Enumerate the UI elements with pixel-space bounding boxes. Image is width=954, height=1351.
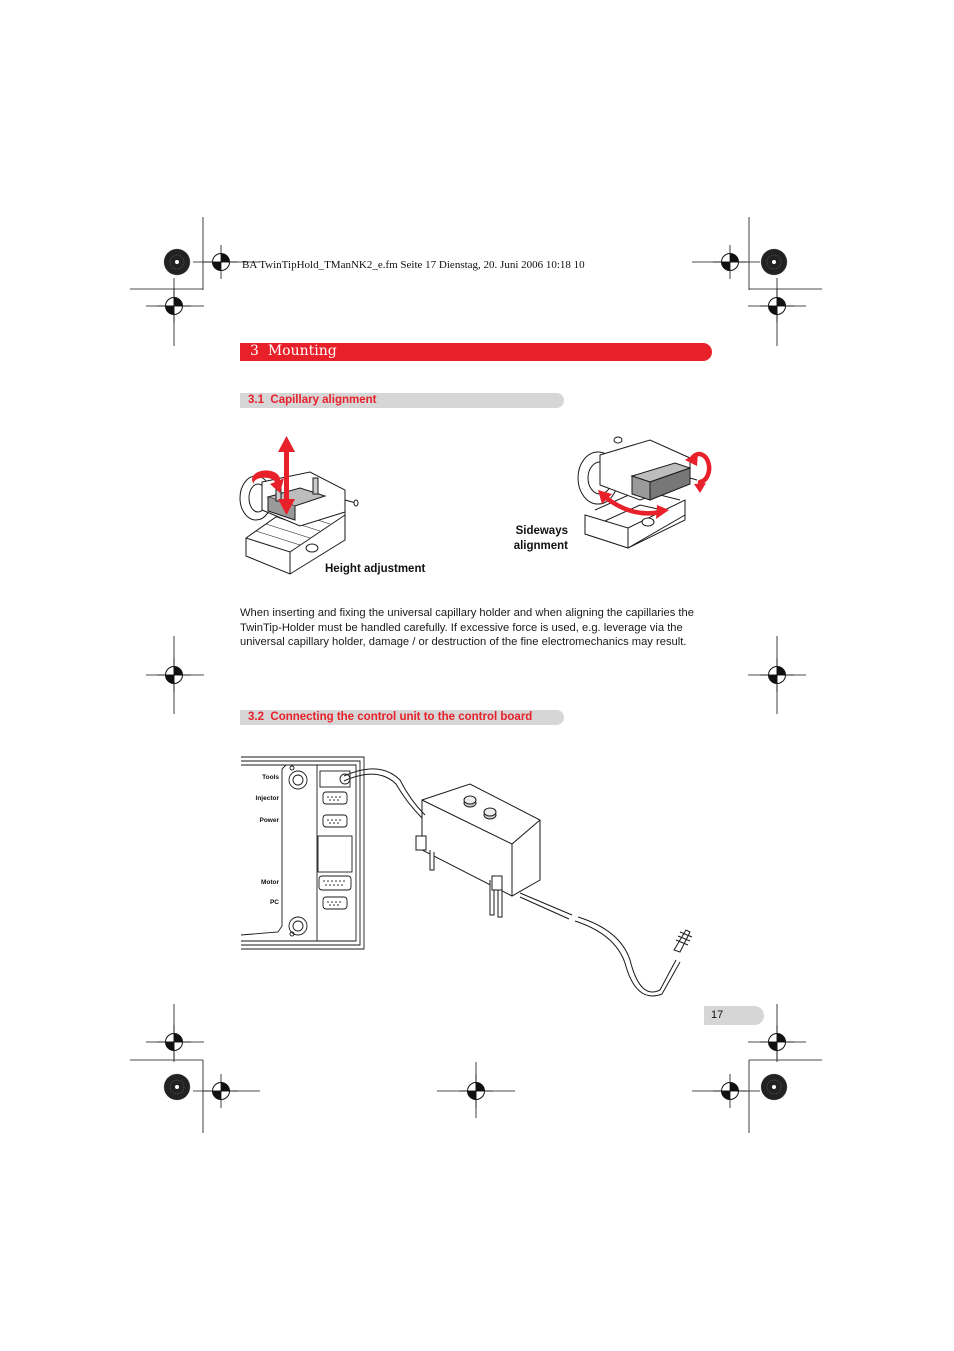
section-heading-3-2: 3.2 Connecting the control unit to the c… [248, 710, 532, 725]
print-header-line: BA TwinTipHold_TManNK2_e.fm Seite 17 Die… [242, 259, 585, 271]
crosshair-lines [146, 261, 806, 1118]
panel-label-power: Power [259, 817, 279, 824]
section-title: Connecting the control unit to the contr… [270, 711, 533, 723]
height-adjustment-illustration [239, 471, 359, 575]
chapter-title: Mounting [267, 343, 337, 359]
figure-caption-height: Height adjustment [325, 563, 426, 575]
page-number: 17 [711, 1009, 724, 1021]
figure-caption-sideways: Sideways alignment [500, 524, 568, 554]
panel-label-pc: PC [269, 899, 279, 906]
control-board-panel [240, 756, 365, 950]
connector-pins [323, 796, 345, 906]
section-number: 3.1 [248, 394, 264, 406]
height-arrow-icon [252, 436, 295, 515]
control-unit-illustration [415, 783, 541, 918]
section-title: Capillary alignment [270, 394, 377, 406]
caption-line: Sideways [515, 525, 568, 537]
chapter-heading-bar [240, 343, 712, 361]
section-heading-3-1: 3.1 Capillary alignment [248, 393, 376, 408]
caption-line: alignment [513, 540, 568, 552]
page-number-bar [704, 1006, 764, 1025]
body-paragraph: When inserting and fixing the universal … [240, 607, 694, 648]
registration-star-icon [163, 248, 788, 1101]
sideways-alignment-illustration [577, 436, 698, 549]
chapter-heading: 3 Mounting [250, 342, 337, 361]
cable [343, 768, 693, 997]
panel-label-tools: Tools [262, 774, 279, 781]
section-heading-bar [240, 710, 564, 725]
panel-label-motor: Motor [260, 879, 279, 886]
crop-marks [130, 217, 822, 1133]
section-heading-bar [240, 393, 564, 408]
registration-crosshair-icon [156, 244, 795, 1109]
panel-label-injector: Injector [255, 795, 279, 802]
chapter-number: 3 [250, 343, 259, 359]
section-number: 3.2 [248, 711, 264, 723]
